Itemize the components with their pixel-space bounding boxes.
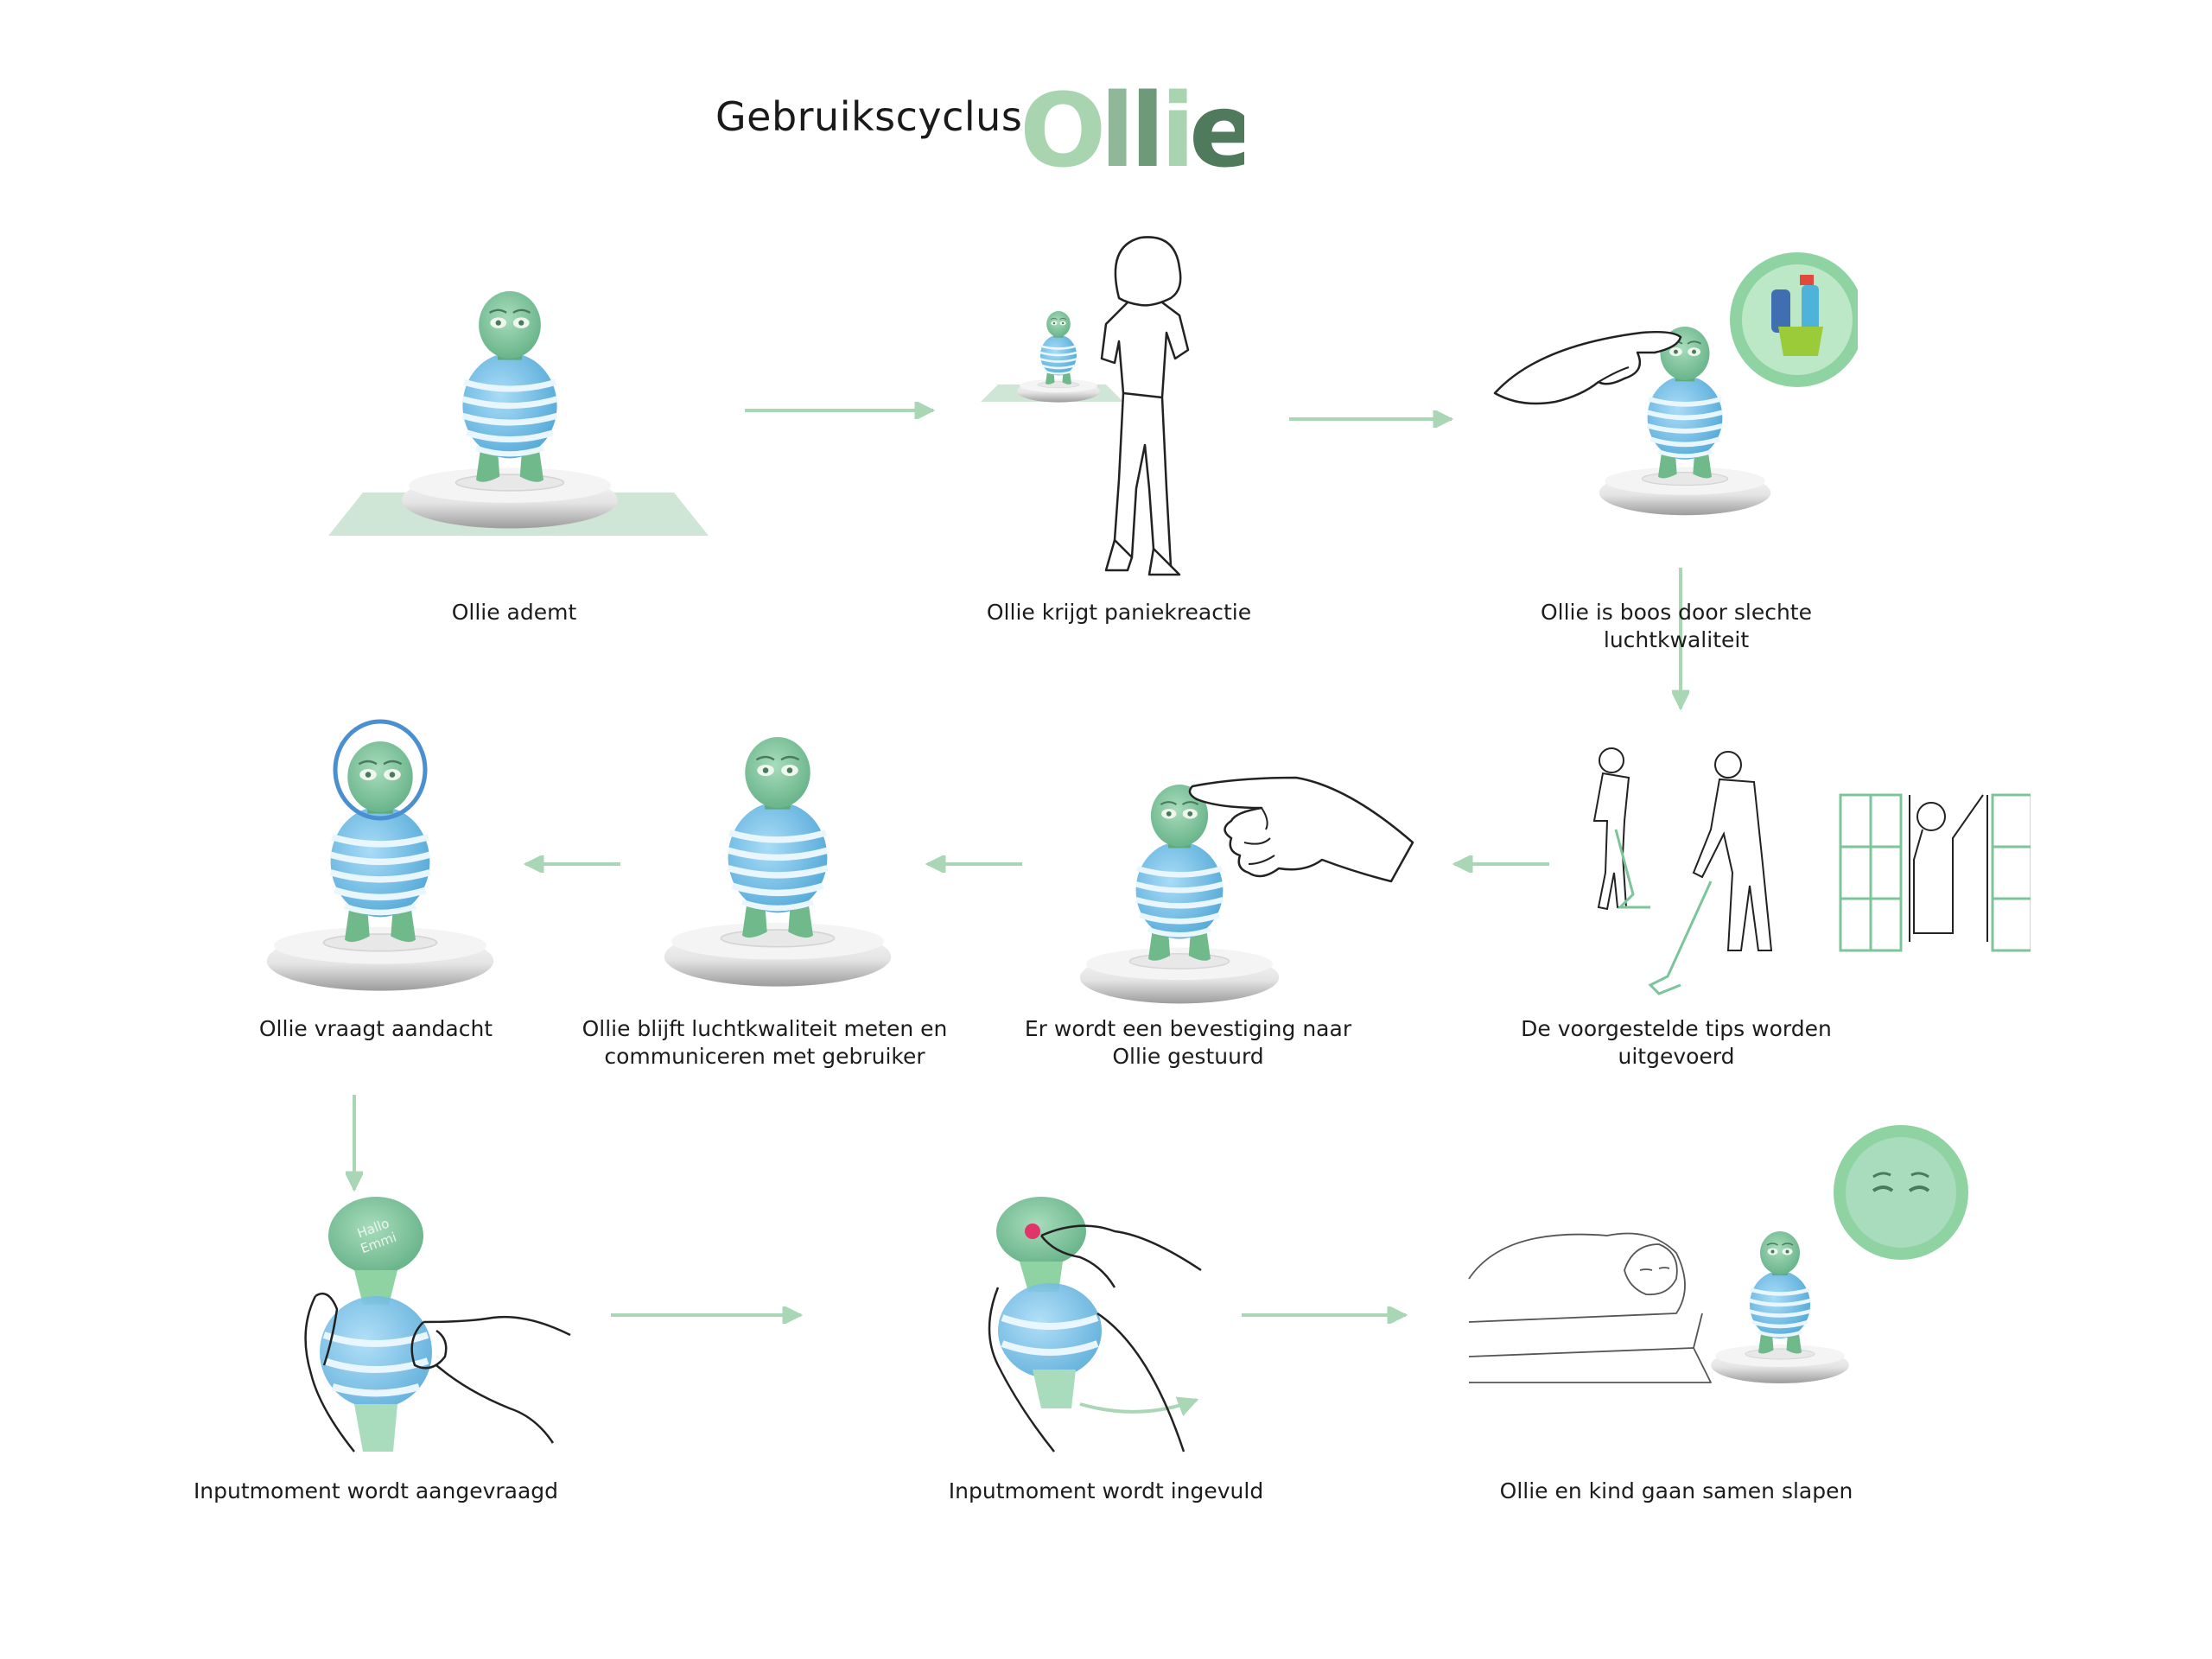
step-2-caption: Ollie krijgt paniekreactie	[986, 600, 1252, 625]
step-10-caption: Ollie en kind gaan samen slapen	[1499, 1478, 1853, 1503]
logo-letter-l2: l	[1130, 71, 1165, 181]
illustration-ollie-breathing	[328, 276, 709, 536]
step-7-caption: Ollie vraagt aandacht	[258, 1016, 493, 1041]
illustration-hands-holding-ollie	[304, 1197, 571, 1452]
bucket-icon	[1778, 327, 1823, 356]
spray-icon	[1802, 285, 1819, 333]
illustration-ollie-attention	[242, 719, 536, 1002]
arrow-6-to-7	[523, 855, 620, 873]
step-8-caption: Inputmoment wordt aangevraagd	[193, 1478, 559, 1503]
step-9-caption: Inputmoment wordt ingevuld	[948, 1478, 1264, 1503]
arrow-9-to-10	[1242, 1306, 1408, 1324]
ollie-logo: O l l i e	[1020, 71, 1244, 181]
arrow-7-to-8	[346, 1095, 363, 1192]
arrow-5-to-6	[925, 855, 1022, 873]
illustration-sleeping	[1468, 1125, 1968, 1434]
illustration-ollie-measuring	[631, 709, 925, 1002]
logo-letter-i: i	[1160, 71, 1195, 181]
arrow-1-to-2	[745, 402, 936, 419]
bottle-icon	[1771, 289, 1790, 333]
illustration-child-walking	[981, 236, 1190, 576]
illustration-cleaning-tips	[1592, 747, 2031, 995]
illustration-finger-confirm	[1063, 776, 1414, 1011]
arrow-2-to-3	[1289, 410, 1454, 428]
logo-letter-o: O	[1020, 71, 1106, 181]
arrow-8-to-9	[611, 1306, 804, 1324]
step-3-caption: Ollie is boos door slechte luchtkwalitei…	[1540, 600, 1812, 652]
input-dot	[1025, 1224, 1040, 1239]
logo-letter-e: e	[1189, 71, 1244, 181]
step-4-caption: De voorgestelde tips worden uitgevoerd	[1521, 1016, 1832, 1069]
arrow-4-to-5	[1452, 855, 1549, 873]
step-5-caption: Er wordt een bevestiging naar Ollie gest…	[1024, 1016, 1352, 1069]
step-1-caption: Ollie ademt	[451, 600, 577, 625]
arrow-3-to-4	[1672, 568, 1689, 711]
illustration-ollie-angry-touch	[1493, 252, 1858, 527]
step-6-caption: Ollie blijft luchtkwaliteit meten en com…	[582, 1016, 948, 1069]
page-title: Gebruikscyclus	[715, 93, 1023, 140]
logo-letter-l1: l	[1100, 71, 1135, 181]
illustration-hand-input	[988, 1197, 1202, 1452]
